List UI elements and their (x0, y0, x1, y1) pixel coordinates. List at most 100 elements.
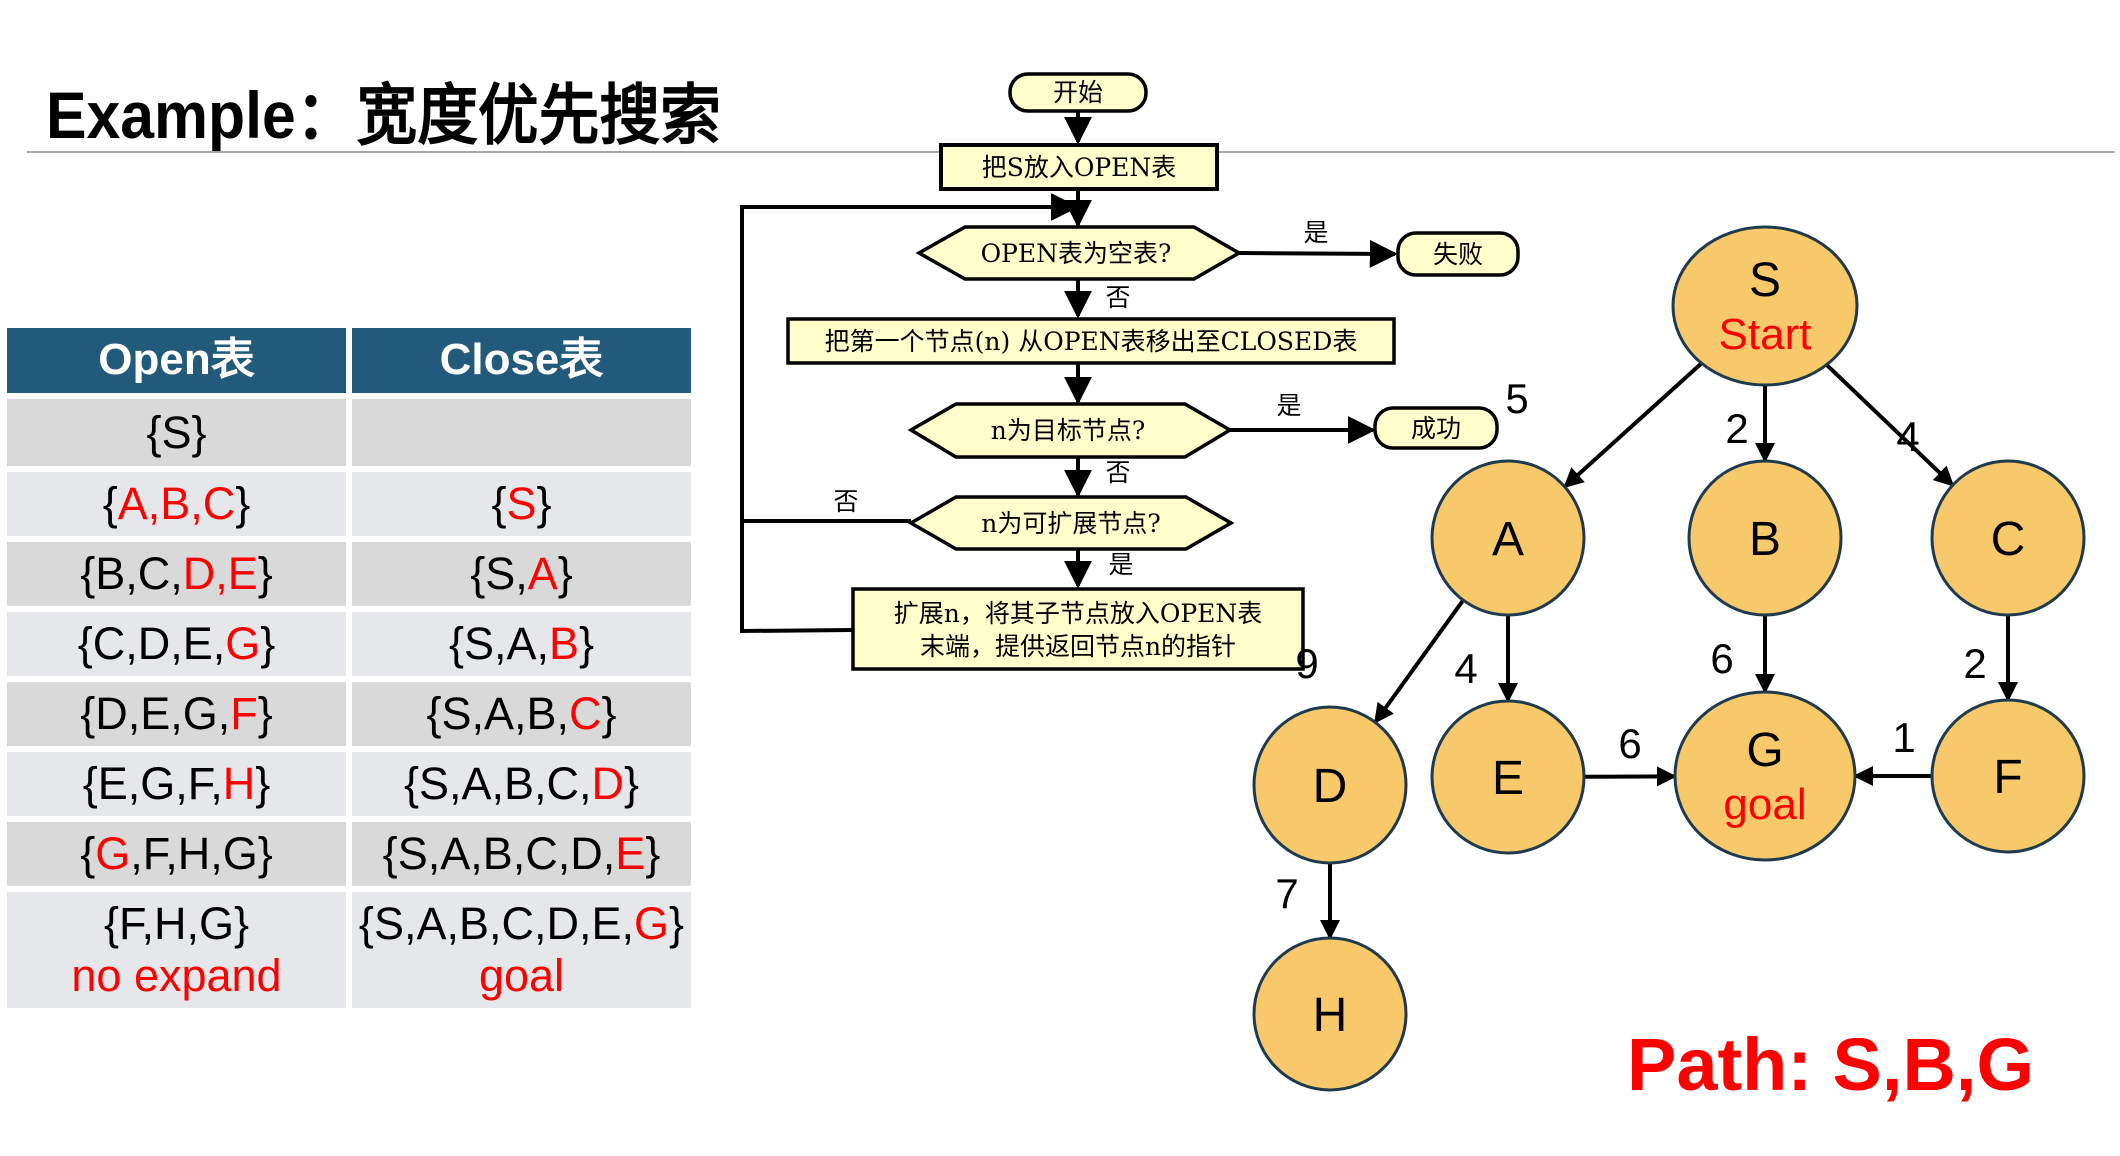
flowchart (740, 111, 1398, 634)
highlight-segment: E (615, 828, 646, 880)
node-circle (1430, 699, 1586, 855)
close-cell (352, 399, 691, 466)
edge-A-D (1373, 599, 1465, 724)
flowchart-shapes: 开始 把S放入OPEN表 OPEN表为空表? 失败 把第一个节点(n) 从OPE… (786, 72, 1520, 671)
open-cell: {E,G,F,H} (7, 752, 346, 816)
node-circle (1252, 936, 1408, 1092)
set-segment: {S} (146, 406, 207, 458)
edge-weight-A-D: 9 (1295, 640, 1318, 687)
flow-put-s-box (939, 143, 1219, 191)
open-set: {G,F,H,G} (80, 828, 273, 880)
set-segment: } (645, 828, 661, 880)
set-segment: { (491, 478, 507, 530)
open-cell: {S} (7, 399, 346, 466)
set-segment: } (601, 688, 617, 740)
close-set: {S,A,B} (449, 618, 594, 670)
result-path: Path: S,B,G (1627, 1023, 2035, 1106)
open-set: {B,C,D,E} (80, 548, 273, 600)
open-cell: {F,H,G}no expand (7, 892, 346, 1008)
open-close-table: Open表 Close表 {S}{A,B,C}{S}{B,C,D,E}{S,A}… (7, 328, 691, 1014)
set-segment: {S,A,B,C,D,E, (358, 898, 635, 950)
set-segment: { (102, 478, 118, 530)
node-label: S (1749, 254, 1781, 307)
edge-weight-C-F: 2 (1963, 640, 1986, 687)
highlight-segment: F (230, 688, 258, 740)
flow-goal-label: n为目标节点? (991, 416, 1146, 445)
node-A: A (1430, 459, 1586, 617)
highlight-segment: A,B,C (117, 478, 236, 530)
node-circle (1671, 225, 1859, 387)
set-segment: {S,A, (448, 618, 550, 670)
node-H: H (1252, 936, 1408, 1092)
flow-success-label: 成功 (1411, 414, 1461, 443)
close-set: {S,A,B,C,D} (404, 758, 639, 810)
open-set: {S} (146, 407, 206, 459)
set-segment: {S, (470, 548, 528, 600)
set-segment: {F,H,G} (103, 898, 250, 950)
edge-weight-F-G: 1 (1892, 714, 1915, 761)
set-segment: {C,D,E, (77, 618, 226, 670)
node-circle (1673, 690, 1857, 862)
open-set: {D,E,G,F} (80, 688, 273, 740)
slide-title: Example：宽度优先搜索 (46, 78, 721, 152)
table-row: {E,G,F,H} {S,A,B,C,D} (7, 752, 691, 816)
node-circle (1687, 459, 1843, 617)
set-segment: {E,G,F, (82, 758, 223, 810)
edge-S-A (1563, 361, 1703, 489)
node-C: C (1930, 459, 2086, 617)
open-set: {E,G,F,H} (83, 758, 271, 810)
edge-weight-S-C: 4 (1896, 413, 1919, 460)
close-set: {S,A,B,C,D,E,G} (359, 898, 684, 950)
close-set: {S,A,B,C} (426, 688, 616, 740)
close-cell: {S,A,B,C,D,E} (352, 822, 691, 886)
close-note: goal (478, 950, 565, 1001)
set-segment: } (557, 548, 573, 600)
highlight-segment: G (225, 618, 261, 670)
table-row: {A,B,C}{S} (7, 472, 691, 536)
node-label: B (1749, 513, 1781, 566)
highlight-segment: S (506, 478, 537, 530)
node-label: D (1313, 760, 1348, 813)
open-set: {A,B,C} (103, 478, 251, 530)
flow-put-s-label: 把S放入OPEN表 (982, 153, 1177, 182)
highlight-segment: B (549, 618, 580, 670)
highlight-segment: A (527, 548, 558, 600)
node-D: D (1252, 705, 1408, 865)
open-set: {F,H,G} (104, 898, 249, 950)
set-segment: } (536, 478, 552, 530)
set-segment: { (80, 828, 96, 880)
table-header-row: Open表 Close表 (7, 328, 691, 393)
graph-edges (1320, 361, 2018, 940)
set-segment: {S,A,B,C, (403, 758, 592, 810)
close-set: {S} (491, 478, 551, 530)
close-set: {S,A} (470, 548, 573, 600)
node-circle (1930, 698, 2086, 854)
table-row: {C,D,E,G}{S,A,B} (7, 612, 691, 676)
flow-empty-decision (915, 225, 1243, 281)
edge-weight-B-G: 6 (1710, 635, 1733, 682)
node-label: E (1492, 752, 1524, 805)
flow-goal-no-label: 否 (1105, 458, 1130, 487)
flow-start-terminal (1008, 72, 1148, 113)
flow-expand-box (851, 587, 1305, 671)
node-label: A (1492, 513, 1524, 566)
header-open: Open表 (7, 328, 346, 393)
set-segment: } (257, 548, 273, 600)
highlight-segment: C (569, 688, 602, 740)
node-label: F (1993, 751, 2022, 804)
highlight-segment: D (591, 758, 625, 810)
close-cell: {S,A,B,C} (352, 682, 691, 746)
open-note: no expand (71, 950, 282, 1001)
set-segment: } (255, 758, 271, 810)
open-cell: {B,C,D,E} (7, 542, 346, 606)
set-segment: {B,C, (80, 548, 183, 600)
set-segment: {S,A,B, (426, 688, 570, 740)
table-row: {G,F,H,G} {S,A,B,C,D,E} (7, 822, 691, 886)
edge-weight-A-E: 4 (1454, 645, 1477, 692)
set-segment: } (579, 618, 595, 670)
set-segment: {D,E,G, (80, 688, 231, 740)
close-cell: {S} (352, 472, 691, 536)
